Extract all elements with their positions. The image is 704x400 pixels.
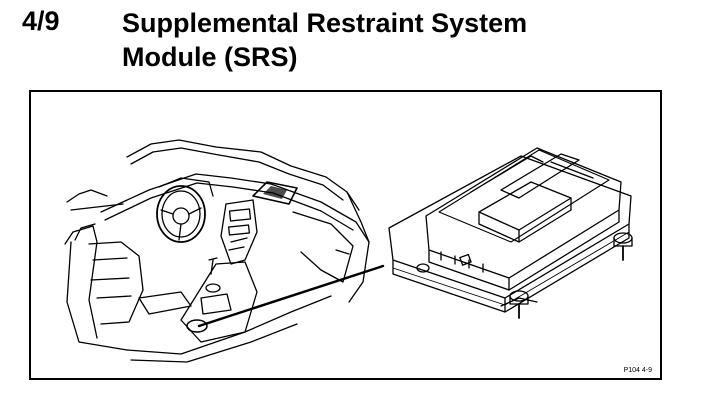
title-line-1: Supplemental Restraint System [122, 8, 528, 38]
section-number: 4/9 [22, 6, 60, 36]
page-title: Supplemental Restraint System Module (SR… [122, 6, 527, 74]
figure-code: P104 4-9 [623, 367, 652, 374]
title-line-2: Module (SRS) [122, 42, 298, 72]
mounting-bolt-icon [500, 290, 538, 319]
srs-module-icon [388, 147, 633, 319]
figure-frame: P104 4-9 [29, 90, 662, 380]
mounting-bolt-icon [416, 263, 430, 273]
mounting-bolt-icon [613, 232, 633, 261]
figure-illustration [64, 139, 633, 363]
car-interior-icon [64, 139, 385, 363]
